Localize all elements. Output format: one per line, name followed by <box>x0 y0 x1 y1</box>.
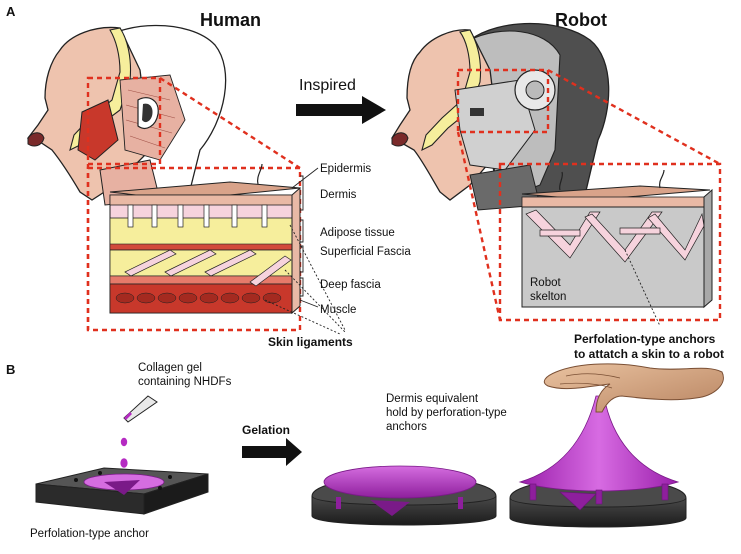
epidermis-leader <box>291 167 319 189</box>
human-zoom-box <box>86 76 162 166</box>
dermis-bracket <box>300 175 304 211</box>
adipose-bracket <box>300 219 304 243</box>
anchor-leader <box>624 249 661 327</box>
robot-skin-box <box>498 162 722 322</box>
pipette-illustration <box>120 395 158 468</box>
anchor-label: Perfolation-type anchor <box>30 528 149 540</box>
hand-illustration <box>543 363 724 413</box>
human-zoom-line-top <box>159 76 301 170</box>
inspired-label: Inspired <box>299 77 356 94</box>
anchor-dish-empty <box>35 467 209 515</box>
anchor-caption-line2: to attatch a skin to a robot <box>574 347 724 361</box>
layer-label-epidermis: Epidermis <box>320 163 371 175</box>
fascia-bracket <box>300 245 304 273</box>
collagen-label-line1: Collagen gel <box>138 362 202 374</box>
robot-zoom-box <box>456 68 550 134</box>
deep-fascia-bracket <box>300 277 304 297</box>
dermis-label-line2: hold by perforation-type <box>386 407 507 419</box>
layer-label-muscle: Muscle <box>320 304 356 316</box>
robot-head-illustration <box>391 22 610 211</box>
robot-skin-block <box>521 169 713 309</box>
skin-ligaments-label: Skin ligaments <box>268 335 353 349</box>
robot-skeleton-label-line2: skelton <box>530 291 566 303</box>
gelation-label: Gelation <box>242 423 290 437</box>
human-head-illustration <box>26 24 227 206</box>
robot-zoom-line-top <box>547 68 721 166</box>
dermis-label-line3: anchors <box>386 421 427 433</box>
collagen-label-line2: containing NHDFs <box>138 376 232 388</box>
layer-label-dermis: Dermis <box>320 189 357 201</box>
layer-label-adipose: Adipose tissue <box>320 227 395 239</box>
layer-label-superficial-fascia: Superficial Fascia <box>320 246 411 258</box>
panel-a-label: A <box>6 4 16 19</box>
robot-title: Robot <box>555 10 607 30</box>
robot-skeleton-label-line1: Robot <box>530 277 561 289</box>
panel-b-label: B <box>6 362 15 377</box>
ligament-leader-3 <box>264 299 341 335</box>
pulled-gel-dish <box>509 395 687 528</box>
dermis-label-line1: Dermis equivalent <box>386 393 479 405</box>
gelation-arrow <box>242 438 302 466</box>
anchor-caption-line1: Perfolation-type anchors <box>574 332 716 346</box>
muscle-leader <box>299 299 319 308</box>
human-skin-block <box>109 163 301 315</box>
dermis-gel-dish <box>311 465 497 526</box>
inspired-arrow <box>296 96 386 124</box>
human-title: Human <box>200 10 261 30</box>
layer-label-deep-fascia: Deep fascia <box>320 279 381 291</box>
